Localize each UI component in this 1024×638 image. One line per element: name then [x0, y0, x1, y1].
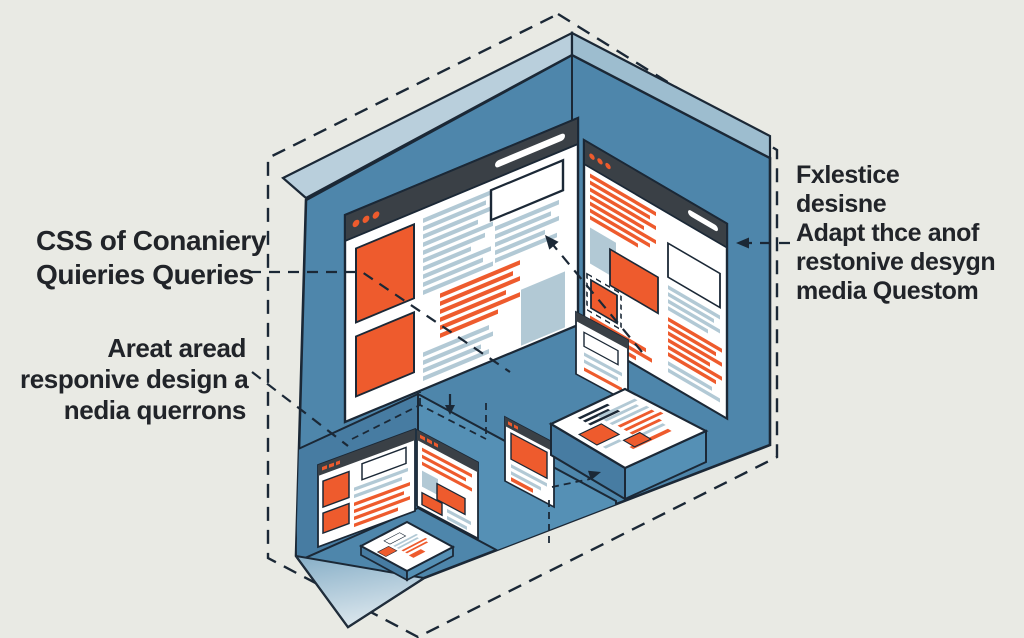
desktop-titlebar: [344, 116, 579, 243]
mini-image-block: [436, 482, 466, 516]
arrowhead-left-icon: [736, 237, 749, 249]
desktop-text-lines: [423, 189, 493, 382]
window-dots-icon: [322, 460, 340, 471]
mini-browser-right-2: [504, 415, 555, 509]
label-line: media Questom: [796, 277, 979, 305]
box-bevel-right: [570, 31, 772, 160]
label-line: Quieries Queries: [36, 259, 254, 290]
card-image-block-2: [408, 549, 426, 558]
window-dots-icon: [508, 421, 518, 430]
tablet-slab-device: [548, 387, 709, 501]
leader-slab-to-desktop: [548, 239, 643, 353]
label-line: responive design a: [20, 364, 249, 394]
mini-room-rim-dashes: [351, 392, 487, 440]
desktop-search-box: [489, 158, 565, 222]
arrowhead-down-icon: [445, 405, 455, 415]
desktop-browser-window: [343, 116, 580, 424]
mini-image-block-2: [421, 491, 443, 517]
slab-corner-dashes: [548, 478, 591, 543]
titlebar-address-line: [495, 133, 565, 168]
arrowhead-slab-icon: [588, 470, 601, 481]
arrowhead-up-left-icon: [545, 235, 559, 250]
window-dots-icon: [589, 153, 611, 170]
dashed-cube-outline: [266, 12, 779, 638]
arrowheads: [445, 235, 749, 481]
label-line: CSS of Conaniery: [36, 225, 267, 256]
tablet-image-block: [609, 247, 659, 315]
desktop-gray-panel: [521, 271, 565, 346]
label-line: desisne: [796, 190, 887, 218]
card-image-block: [376, 545, 398, 557]
mini-image-block-2: [322, 502, 350, 535]
desktop-right-text-lines: [495, 199, 559, 264]
mini-search-box: [583, 331, 619, 366]
label-line: Adapt thce anof: [796, 219, 979, 247]
slab-image-block-2: [622, 431, 653, 448]
window-dots-icon: [352, 211, 380, 228]
label-line: restonive desygn: [796, 248, 996, 276]
label-right-primary: Fxlestice desisne Adapt thce anof reston…: [796, 161, 996, 306]
window-dots-icon: [420, 434, 438, 448]
label-left-secondary: Areat aread responive design a nedia que…: [20, 333, 249, 426]
tablet-orange-paragraph: [590, 173, 656, 248]
titlebar-address-line: [688, 210, 718, 232]
desktop-orange-paragraph: [440, 260, 520, 338]
label-line: Fxlestice: [796, 161, 900, 189]
label-line: Areat aread: [107, 333, 246, 363]
mini-image-block: [510, 432, 548, 480]
mini-search-box: [361, 446, 407, 481]
label-line: nedia querrons: [63, 395, 247, 425]
slab-image-block: [577, 423, 621, 446]
leader-left-secondary: [251, 371, 349, 447]
card-search-box: [383, 532, 407, 545]
mini-browser-back: [575, 310, 629, 404]
tablet-text-lines: [668, 285, 720, 403]
tablet-titlebar: [583, 138, 728, 250]
label-left-primary: CSS of Conaniery Quieries Queries: [36, 224, 266, 292]
highlight-dashed-box: [586, 272, 622, 331]
mini-browser-right: [416, 428, 479, 540]
tablet-small-image-block: [590, 278, 618, 325]
annotation-lines: [250, 239, 790, 543]
mini-image-block: [322, 470, 350, 509]
slab-dark-lines: [577, 403, 621, 426]
leader-left-primary: [250, 270, 511, 373]
phone-card-device: [358, 520, 456, 582]
mini-room-floor-tip: [296, 554, 427, 627]
tablet-search-box: [667, 241, 721, 309]
tablet-orange-paragraph-2: [668, 317, 722, 385]
card-top-face: [358, 520, 456, 573]
mini-browser-left: [317, 427, 416, 549]
